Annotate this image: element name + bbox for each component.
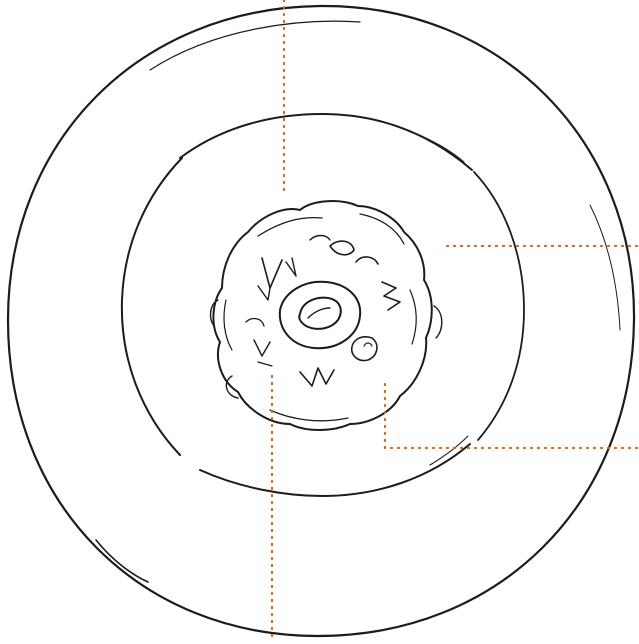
leader-line-right-lower <box>385 384 639 448</box>
inner-plate-well <box>122 114 524 496</box>
food-mound <box>211 201 442 430</box>
callout-leader-lines <box>272 0 639 640</box>
outer-plate-rim <box>8 6 634 636</box>
